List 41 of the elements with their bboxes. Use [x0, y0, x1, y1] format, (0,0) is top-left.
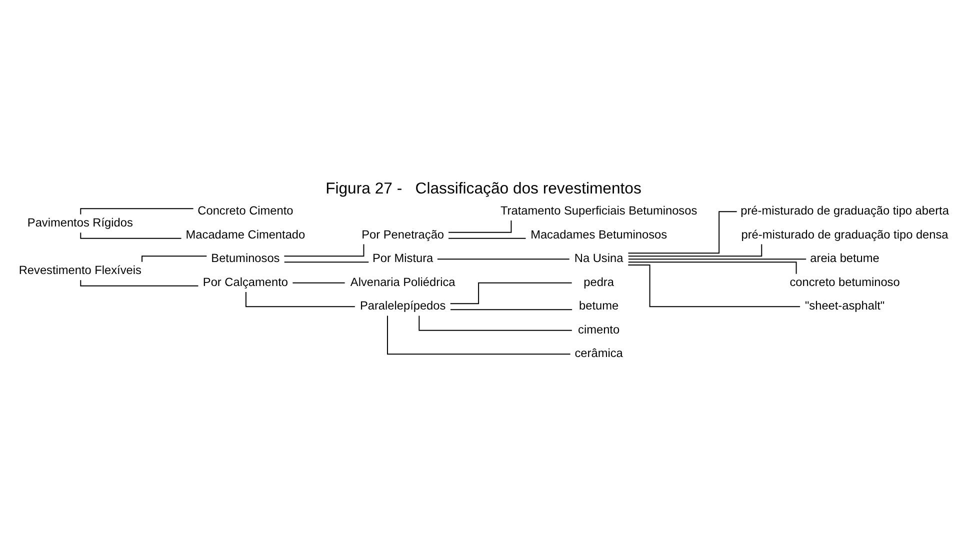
node-text: Pavimentos Rígidos: [27, 215, 133, 230]
connector: [436, 258, 570, 260]
node-text: Betuminosos: [211, 250, 280, 265]
node-text: areia betume: [810, 250, 880, 265]
connector: [628, 210, 738, 254]
node-text: Paralelepípedos: [360, 298, 446, 312]
node-text: concreto betuminoso: [790, 274, 900, 288]
connector: [628, 258, 807, 260]
connector: [284, 243, 364, 256]
connector: [387, 314, 571, 354]
connector: [80, 208, 194, 214]
node-text: "sheet-asphalt": [804, 298, 885, 312]
node-text: pedra: [584, 274, 614, 288]
connector: [448, 237, 526, 238]
node-text: pré-misturado de graduação tipo aberta: [740, 203, 949, 218]
node-text: pré-misturado de graduação tipo densa: [741, 226, 948, 241]
connector: [292, 282, 346, 283]
connector: [450, 282, 572, 304]
node-text: Macadame Cimentado: [186, 226, 306, 241]
node-text: Alvenaria Poliédrica: [350, 274, 456, 288]
connector: [450, 308, 573, 310]
node-text: Concreto Cimento: [198, 203, 294, 218]
node-text: cimento: [578, 322, 620, 336]
connector: [418, 314, 572, 330]
node-text: Por Penetração: [362, 226, 444, 241]
node-text: Por Calçamento: [202, 274, 288, 288]
node-text: Macadames Betuminosos: [530, 226, 668, 241]
node-text: Por Mistura: [372, 250, 434, 265]
connector: [628, 261, 797, 274]
connector: [448, 220, 512, 232]
connector: [80, 232, 182, 238]
connector: [284, 261, 370, 262]
node-text: Revestimento Flexíveis: [18, 262, 142, 277]
node-text: betume: [579, 298, 619, 312]
node-text: Tratamento Superficiais Betuminosos: [500, 203, 698, 218]
node-text: cerâmica: [574, 346, 623, 360]
connector: [628, 243, 762, 256]
connector: [628, 264, 801, 307]
connector: [245, 291, 356, 307]
node-text: Na Usina: [574, 250, 624, 265]
diagram-title: Figura 27 - Classificação dos revestimentos: [326, 180, 642, 198]
